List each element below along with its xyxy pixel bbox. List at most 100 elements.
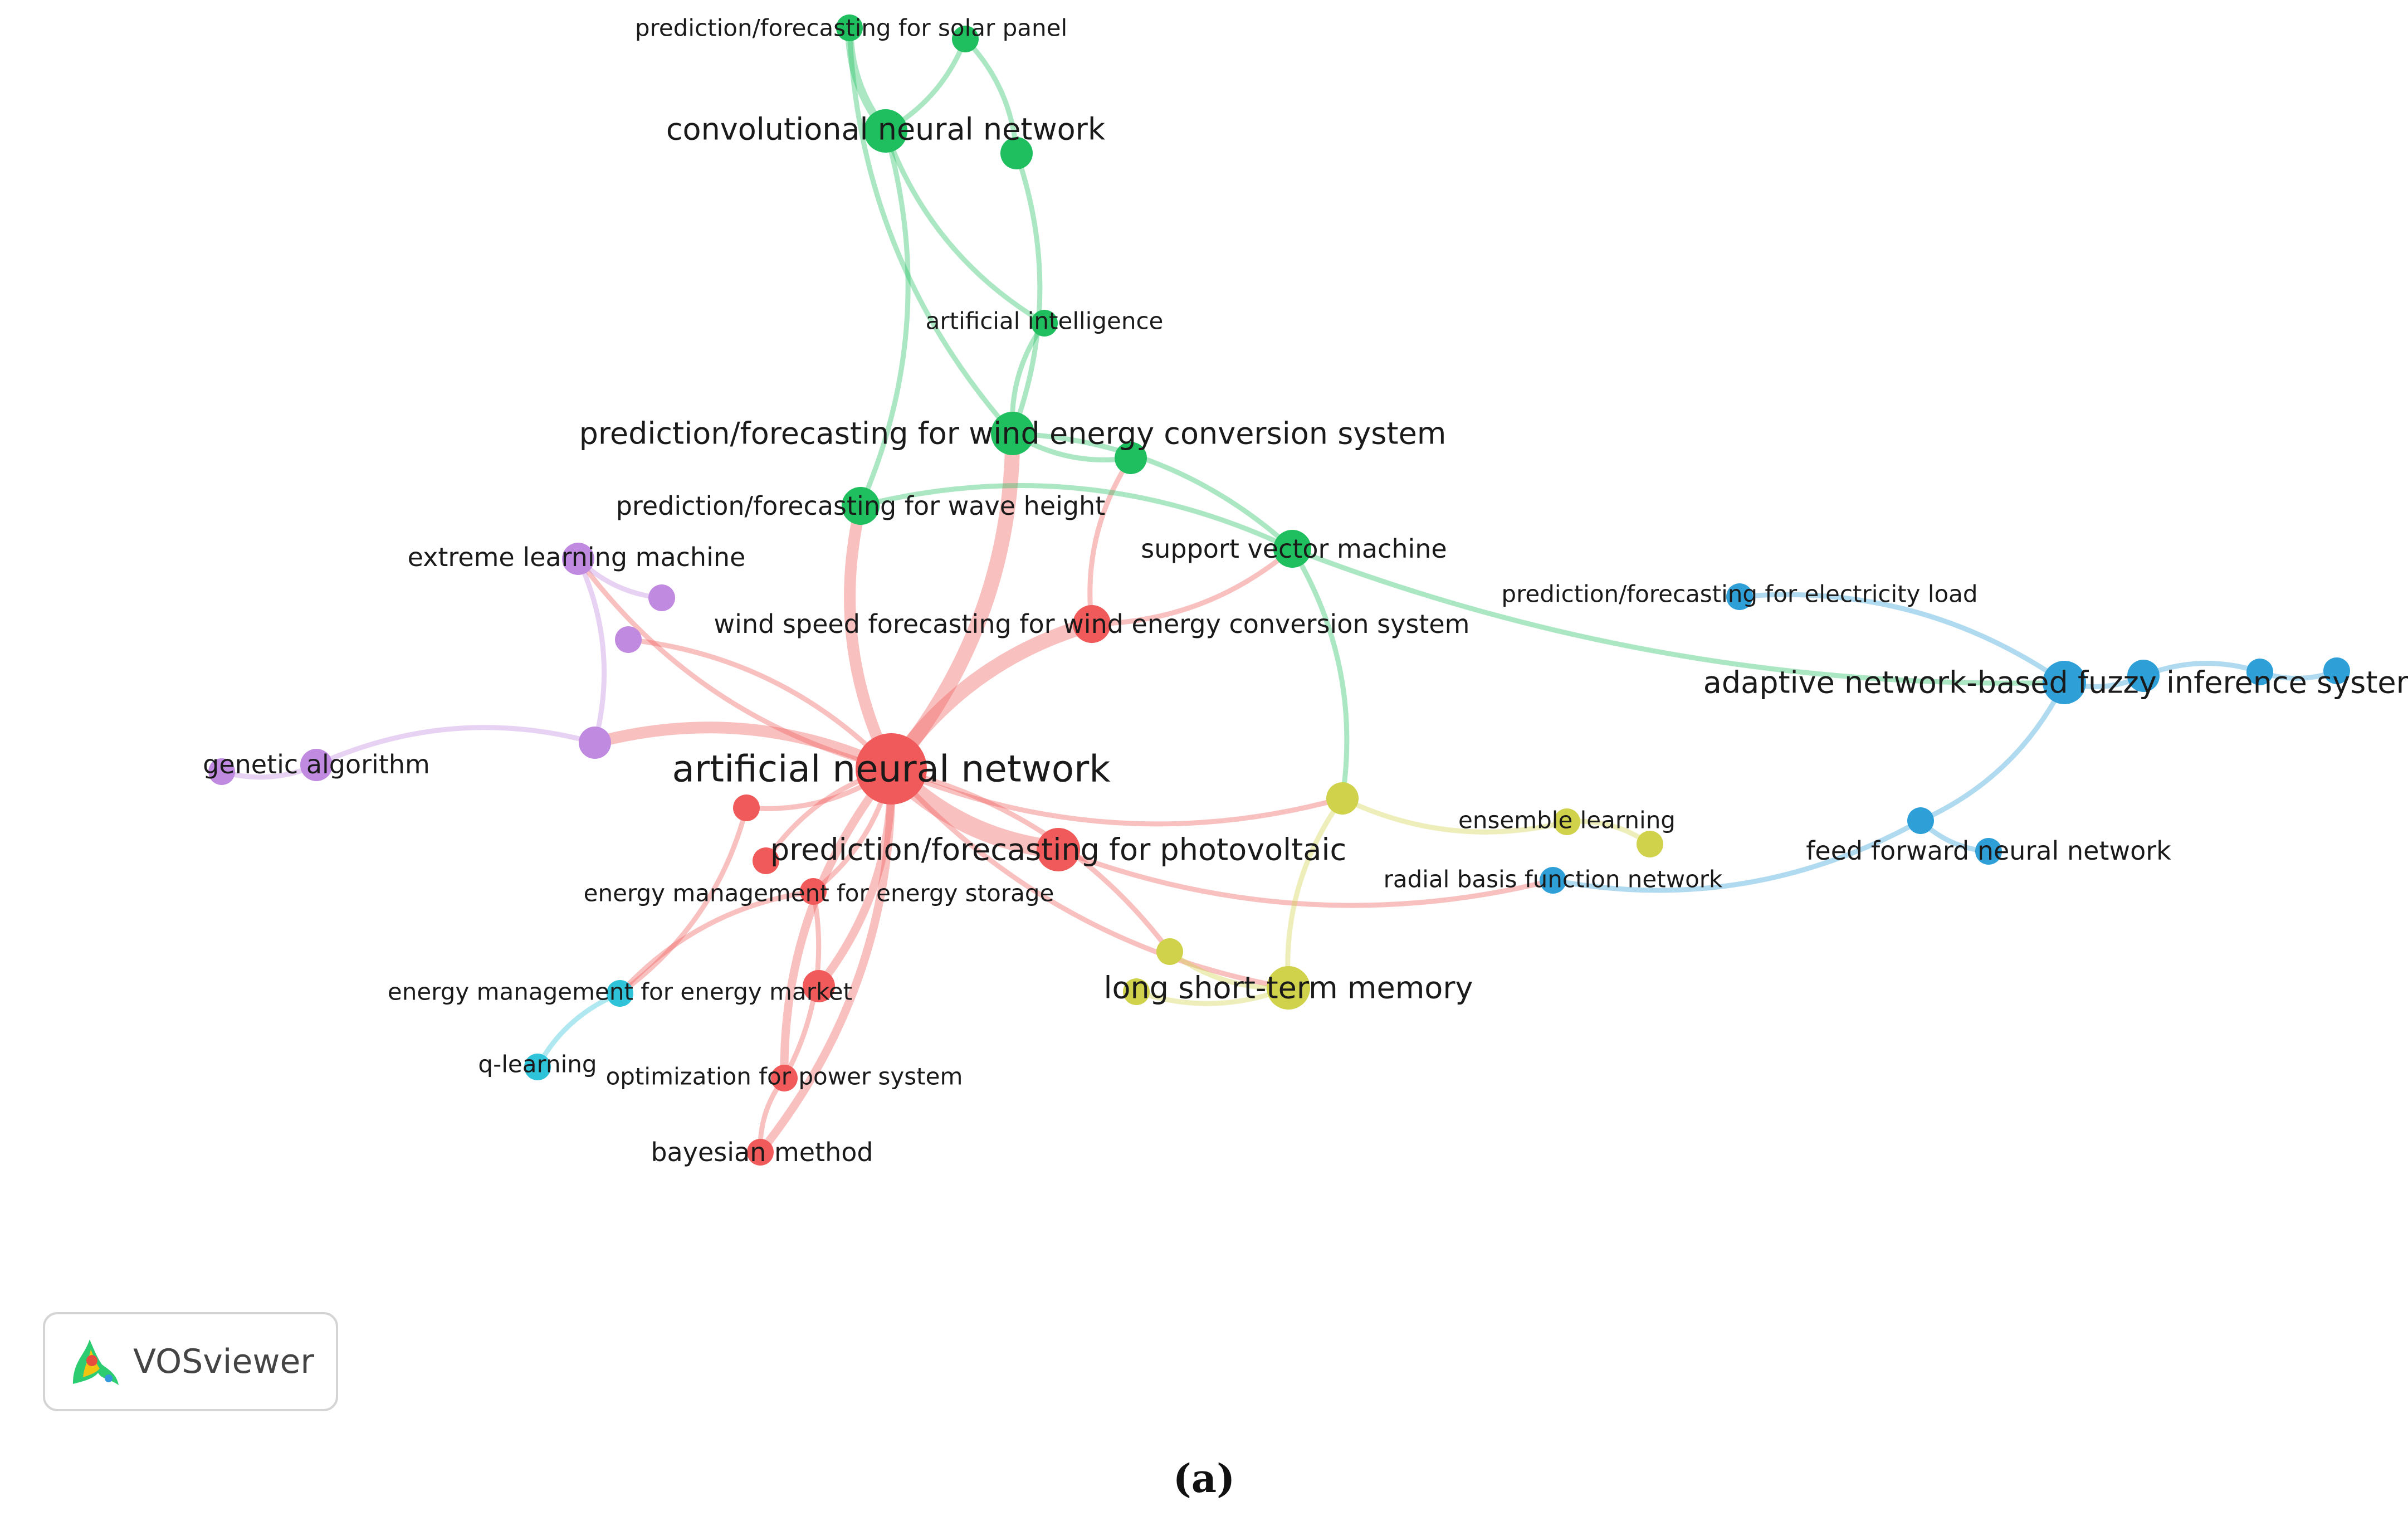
link-ann-wave xyxy=(844,500,897,775)
node-wave[interactable] xyxy=(842,487,880,525)
label-elm[interactable]: extreme learning machine xyxy=(408,542,746,572)
link-ann-lstm xyxy=(888,766,1291,991)
node-r1[interactable] xyxy=(733,794,760,821)
node-cnn[interactable] xyxy=(864,109,907,153)
node-lstm[interactable] xyxy=(1267,966,1310,1010)
link-y1-ens xyxy=(1340,796,1570,835)
label-wecs[interactable]: prediction/forecasting for wind energy c… xyxy=(579,416,1447,451)
node-bay[interactable] xyxy=(747,1139,774,1166)
vosviewer-logo: VOSviewer xyxy=(43,1312,338,1411)
link-ann-p3 xyxy=(589,722,897,775)
node-ann[interactable] xyxy=(856,733,927,805)
node-b3[interactable] xyxy=(2323,657,2350,684)
label-solar[interactable]: prediction/forecasting for solar panel xyxy=(635,14,1067,42)
link-load-anfis xyxy=(1737,592,2067,685)
label-ga[interactable]: genetic algorithm xyxy=(203,749,430,779)
label-ops[interactable]: optimization for power system xyxy=(606,1063,963,1090)
label-lstm[interactable]: long short-term memory xyxy=(1103,971,1473,1006)
link-svm-anfis xyxy=(1290,546,2067,686)
node-load[interactable] xyxy=(1726,583,1753,610)
node-y3[interactable] xyxy=(1156,938,1183,965)
label-ql[interactable]: q-learning xyxy=(478,1051,597,1078)
caption-text: (a) xyxy=(1173,1455,1235,1502)
node-emem[interactable] xyxy=(607,980,633,1007)
label-wsf[interactable]: wind speed forecasting for wind energy c… xyxy=(714,609,1470,639)
node-p4[interactable] xyxy=(208,758,235,785)
node-y4[interactable] xyxy=(1123,978,1150,1005)
node-r3[interactable] xyxy=(803,970,835,1002)
node-y2[interactable] xyxy=(1637,831,1663,857)
node-solar[interactable] xyxy=(836,14,863,41)
link-anfis-b4 xyxy=(1918,680,2067,823)
link-wsf-svm xyxy=(1089,546,1295,627)
node-elm[interactable] xyxy=(562,543,594,575)
label-ffnn[interactable]: feed forward neural network xyxy=(1806,836,2171,866)
labels-layer: artificial neural network prediction/fore… xyxy=(203,14,2408,1168)
link-emes-emem xyxy=(617,889,816,996)
node-y1[interactable] xyxy=(1326,782,1359,815)
link-g2-wecs xyxy=(1010,150,1043,436)
link-ann-elm xyxy=(575,556,894,772)
link-g1-g2 xyxy=(963,36,1019,156)
label-rbf[interactable]: radial basis function network xyxy=(1384,866,1723,893)
node-svm[interactable] xyxy=(1273,530,1311,568)
link-solar-wecs xyxy=(847,25,1015,436)
node-p3[interactable] xyxy=(579,727,611,759)
label-cnn[interactable]: convolutional neural network xyxy=(666,112,1106,147)
link-elm-p3 xyxy=(575,556,607,745)
links-layer xyxy=(219,23,2339,1157)
node-ens[interactable] xyxy=(1554,808,1580,835)
link-svm-y1 xyxy=(1290,546,1350,801)
label-ann[interactable]: artificial neural network xyxy=(672,748,1111,791)
node-r2[interactable] xyxy=(753,847,779,874)
link-ann-ops xyxy=(780,764,896,1083)
link-ann-wecs xyxy=(883,426,1020,777)
node-b1[interactable] xyxy=(2127,660,2160,692)
link-ann-y1 xyxy=(888,766,1345,827)
node-pv[interactable] xyxy=(1037,828,1080,871)
link-wsf-g3 xyxy=(1087,455,1134,627)
link-ann-p2 xyxy=(626,637,894,772)
link-cnn-wave xyxy=(858,128,911,509)
label-emem[interactable]: energy management for energy market xyxy=(388,978,852,1006)
node-emes[interactable] xyxy=(800,878,827,905)
node-ai[interactable] xyxy=(1031,310,1058,337)
link-pv-rbf xyxy=(1056,847,1556,908)
node-g2[interactable] xyxy=(1000,137,1033,169)
node-anfis[interactable] xyxy=(2043,661,2086,704)
node-ops[interactable] xyxy=(771,1065,798,1091)
link-wecs-svm xyxy=(1010,431,1295,552)
node-p2[interactable] xyxy=(615,626,642,653)
link-r1-emem xyxy=(617,805,749,996)
logo-text: VOSviewer xyxy=(133,1342,315,1381)
label-svm[interactable]: support vector machine xyxy=(1141,534,1447,564)
label-bay[interactable]: bayesian method xyxy=(651,1137,873,1167)
node-ga[interactable] xyxy=(300,749,333,781)
node-rbf[interactable] xyxy=(1540,867,1566,894)
link-y1-lstm xyxy=(1285,796,1345,991)
node-b4[interactable] xyxy=(1907,807,1934,834)
label-ens[interactable]: ensemble learning xyxy=(1458,807,1676,834)
label-emes[interactable]: energy management for energy storage xyxy=(584,880,1054,907)
label-load[interactable]: prediction/forecasting for electricity l… xyxy=(1501,581,1977,608)
label-anfis[interactable]: adaptive network-based fuzzy inference s… xyxy=(1703,665,2408,700)
label-pv[interactable]: prediction/forecasting for photovoltaic xyxy=(770,832,1346,867)
node-b2[interactable] xyxy=(2246,659,2273,685)
link-cnn-ai xyxy=(883,128,1047,326)
node-wsf[interactable] xyxy=(1073,605,1111,643)
link-ann-bay xyxy=(756,764,896,1157)
figure-caption: (a) xyxy=(0,1455,2408,1502)
node-ffnn[interactable] xyxy=(1975,838,2002,865)
label-wave[interactable]: prediction/forecasting for wave height xyxy=(616,491,1106,521)
vosviewer-logo-icon xyxy=(73,1339,119,1385)
node-wecs[interactable] xyxy=(991,412,1034,455)
label-ai[interactable]: artificial intelligence xyxy=(926,308,1164,335)
link-b4-rbf xyxy=(1550,818,1923,893)
node-p1[interactable] xyxy=(648,584,675,611)
node-g3[interactable] xyxy=(1115,442,1147,474)
node-g1[interactable] xyxy=(952,26,979,52)
link-emem-ql xyxy=(535,991,623,1070)
node-ql[interactable] xyxy=(524,1054,551,1080)
nodes-layer xyxy=(208,14,2350,1166)
